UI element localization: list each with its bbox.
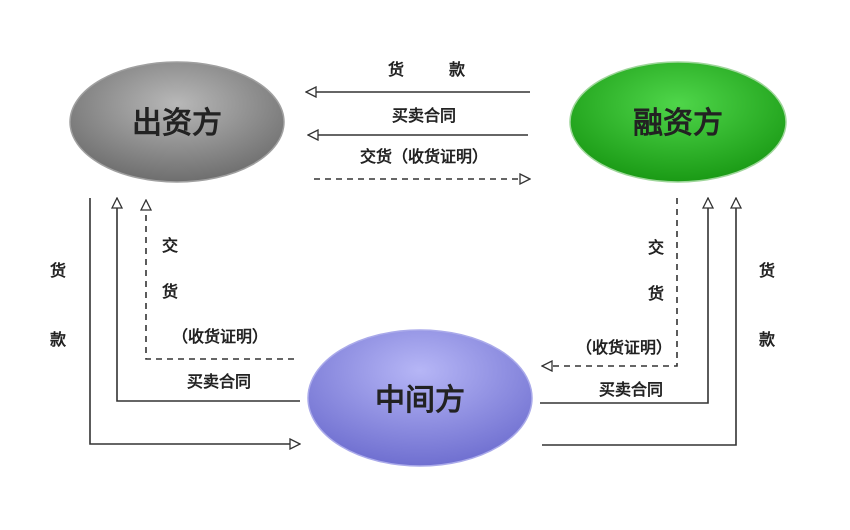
investor-node: 出资方 bbox=[69, 61, 285, 183]
right-contract-label: 买卖合同 bbox=[599, 380, 663, 399]
right-payment-label-1: 货 bbox=[759, 261, 775, 280]
financier-node: 融资方 bbox=[569, 61, 787, 183]
right-payment-label-2: 款 bbox=[759, 330, 776, 349]
edge-payment-right bbox=[542, 198, 736, 446]
edge-delivery-left bbox=[146, 200, 294, 360]
right-delivery-label-3: （收货证明） bbox=[576, 338, 672, 357]
top-contract-label: 买卖合同 bbox=[392, 106, 456, 125]
top-delivery-label: 交货（收货证明） bbox=[360, 147, 488, 166]
edge-payment-left bbox=[89, 198, 300, 444]
edge-contract-right bbox=[540, 198, 708, 404]
top-payment-label-2: 款 bbox=[449, 60, 466, 79]
left-payment-label-1: 货 bbox=[50, 261, 66, 280]
financier-label: 融资方 bbox=[633, 106, 723, 141]
right-delivery-label-1: 交 bbox=[648, 238, 664, 257]
edge-contract-left bbox=[117, 198, 300, 402]
left-delivery-label-1: 交 bbox=[162, 236, 178, 255]
left-delivery-label-3: （收货证明） bbox=[172, 327, 268, 346]
investor-label: 出资方 bbox=[132, 106, 222, 141]
left-delivery-label-2: 货 bbox=[162, 282, 178, 301]
edge-delivery-right bbox=[542, 198, 678, 366]
right-delivery-label-2: 货 bbox=[648, 284, 664, 303]
top-payment-label-1: 货 bbox=[388, 60, 404, 79]
left-contract-label: 买卖合同 bbox=[187, 372, 251, 391]
left-payment-label-2: 款 bbox=[50, 330, 67, 349]
intermediary-node: 中间方 bbox=[307, 329, 533, 467]
intermediary-label: 中间方 bbox=[375, 383, 465, 418]
